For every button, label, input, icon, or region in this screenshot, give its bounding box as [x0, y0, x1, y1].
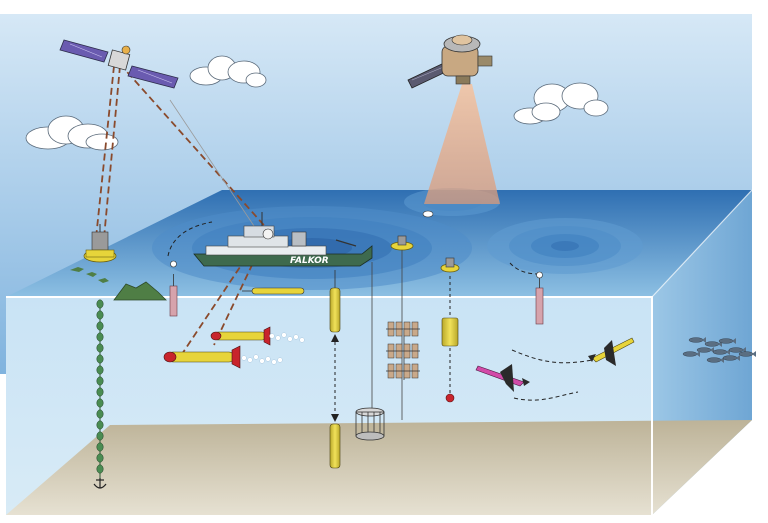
- box-edge: [651, 189, 753, 298]
- bubble: [281, 332, 287, 338]
- mooring-float: [96, 420, 104, 430]
- ocean-eddy-icon: [487, 218, 643, 274]
- bubble: [247, 357, 253, 363]
- research-ship-icon: FALKOR: [193, 212, 373, 267]
- profiling-float-icon: [169, 260, 178, 317]
- glider-path: [513, 391, 579, 401]
- bubble: [265, 356, 271, 362]
- fish: [682, 351, 700, 357]
- glider-icon: [588, 337, 635, 366]
- bubble: [277, 357, 283, 363]
- bubble: [253, 354, 259, 360]
- eddy-flow-arrow: [167, 221, 213, 257]
- mooring-float: [96, 365, 104, 375]
- fish: [718, 338, 736, 344]
- island-icon: [70, 267, 167, 301]
- auv-wake-bubbles: [241, 332, 305, 365]
- mooring-float: [96, 442, 104, 452]
- current-meter-units: [386, 321, 420, 379]
- auv-icon: [163, 345, 241, 369]
- bubble: [271, 359, 277, 365]
- current-meter-unit: [386, 363, 420, 379]
- satellite-sensor-beam: [424, 84, 500, 204]
- profiling-float-icon: [535, 271, 544, 325]
- mooring-float: [96, 299, 104, 309]
- anchor-icon: [93, 478, 107, 489]
- cloud-icon: [25, 115, 119, 151]
- glider-path: [511, 349, 593, 364]
- mooring-float: [96, 453, 104, 463]
- cloud-icon: [189, 55, 267, 88]
- fish: [738, 351, 756, 357]
- surface-buoy-icon: [422, 210, 434, 218]
- mooring-float: [96, 431, 104, 441]
- bubble: [275, 335, 281, 341]
- mooring-float: [96, 354, 104, 364]
- mooring-float: [96, 321, 104, 331]
- bubble: [259, 358, 265, 364]
- mooring-float: [96, 310, 104, 320]
- cloud-icon: [513, 82, 609, 125]
- satellite-icon: [407, 34, 493, 89]
- mooring-float: [96, 332, 104, 342]
- current-meter-unit: [386, 343, 420, 359]
- mooring-float: [96, 464, 104, 474]
- mooring-float: [96, 343, 104, 353]
- profiling-float-icon: [441, 276, 459, 403]
- fish: [688, 337, 706, 343]
- bubble: [293, 334, 299, 340]
- mooring-float: [96, 398, 104, 408]
- bubble: [299, 337, 305, 343]
- surface-buoy-icon: [440, 257, 460, 273]
- satellite-link: [169, 99, 263, 239]
- bubble: [269, 333, 275, 339]
- mooring-float: [96, 387, 104, 397]
- fish: [696, 347, 714, 353]
- eddy-flow-arrow: [509, 262, 539, 275]
- seafloor: [6, 420, 752, 515]
- bubble: [287, 336, 293, 342]
- towed-sensor-icon: [242, 287, 305, 295]
- surface-buoy-icon: [83, 224, 117, 263]
- profiler-icon: [329, 270, 341, 469]
- current-meter-unit: [386, 321, 420, 337]
- ship-name-label: FALKOR: [290, 256, 329, 266]
- satellite-icon: [59, 39, 179, 89]
- auv-icon: [210, 326, 271, 346]
- fish-school-icon: [682, 337, 756, 363]
- bubble: [241, 355, 247, 361]
- seafloor-lander-icon: [355, 407, 385, 441]
- mooring-float: [96, 409, 104, 419]
- fish: [722, 355, 740, 361]
- mooring-float: [96, 376, 104, 386]
- glider-icon: [475, 364, 530, 392]
- mooring-floats: [96, 299, 104, 474]
